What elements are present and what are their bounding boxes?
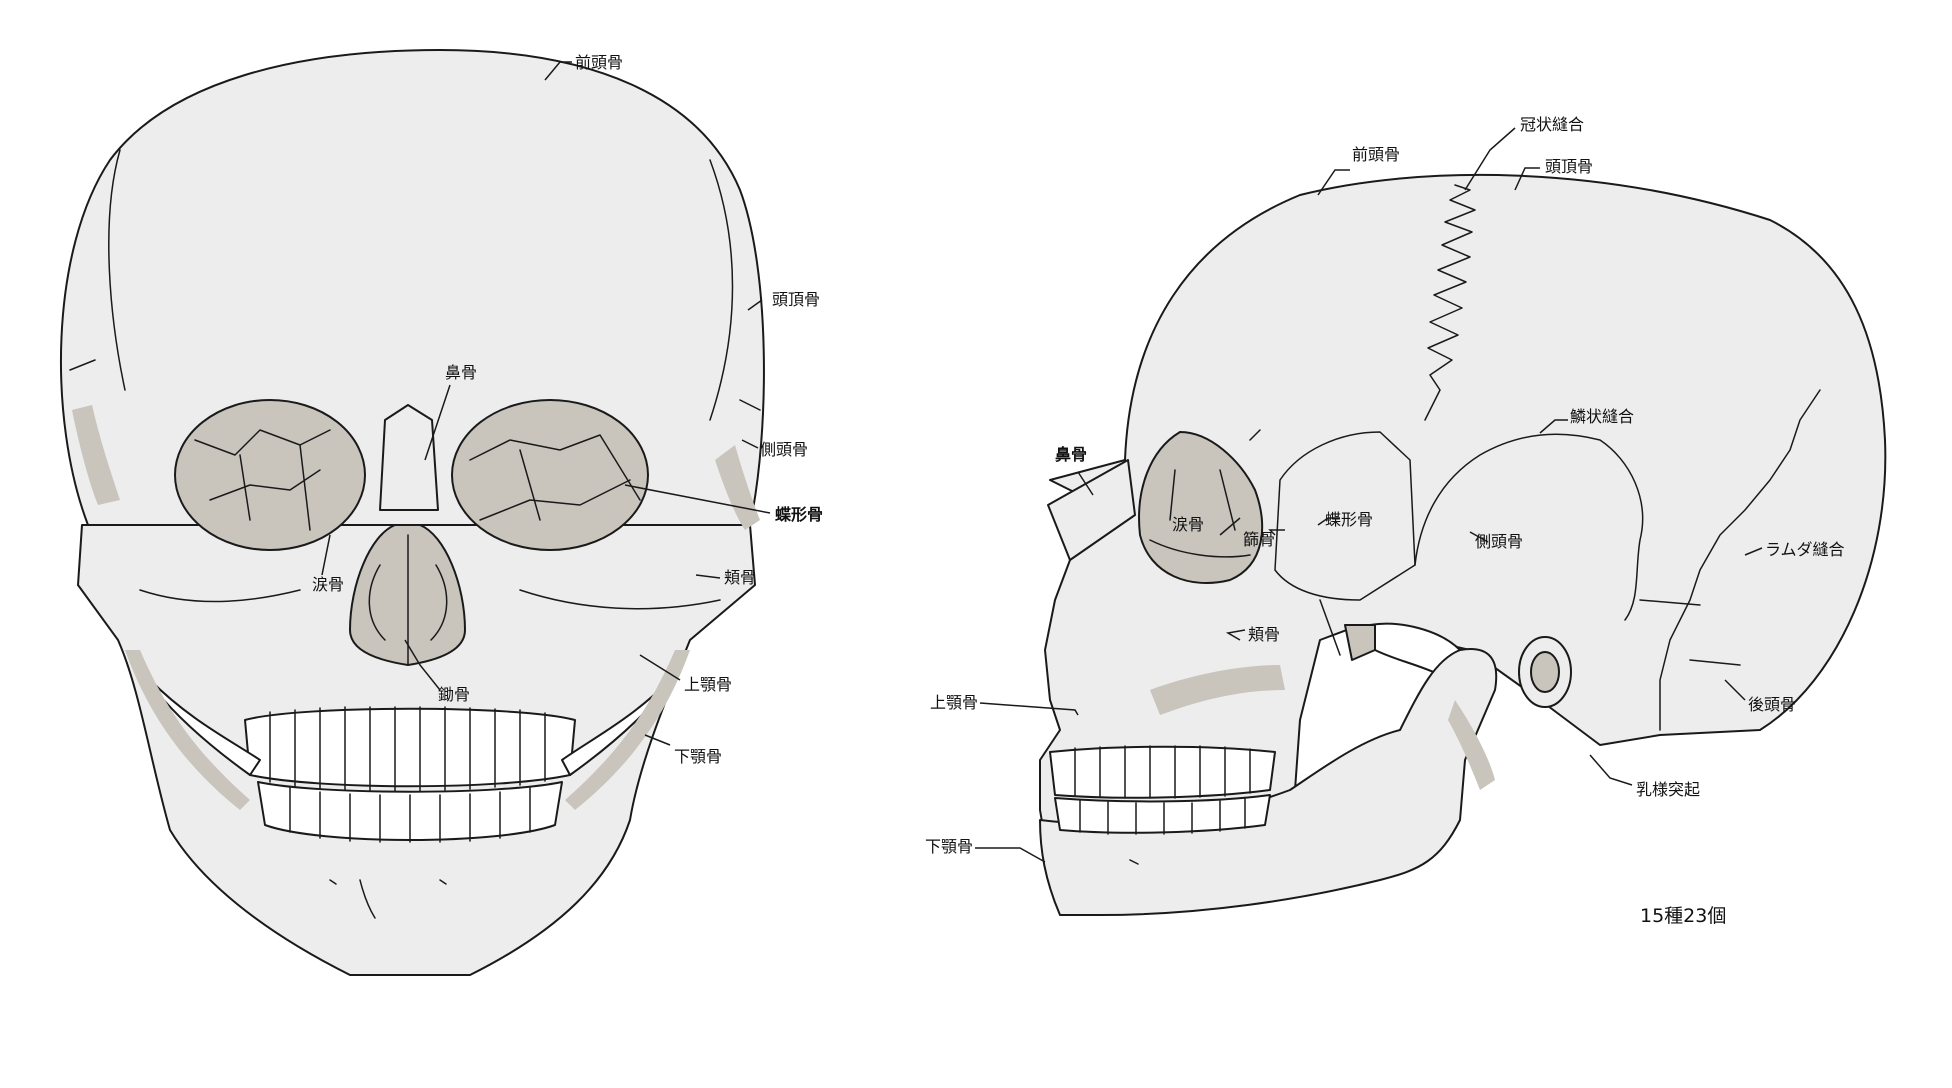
side-labels: 冠状縫合 前頭骨 頭頂骨 鱗状縫合 鼻骨 涙骨 篩骨 蝶形骨 側頭骨 ラムダ縫合…: [925, 115, 1845, 927]
label-side-coronal-suture: 冠状縫合: [1520, 115, 1584, 134]
label-side-maxilla: 上顎骨: [930, 693, 978, 712]
label-side-lacrimal: 涙骨: [1172, 515, 1204, 534]
label-front-sphenoid: 蝶形骨: [775, 505, 823, 524]
label-front-frontal: 前頭骨: [575, 53, 623, 72]
side-mandible: [1039, 648, 1498, 916]
label-front-temporal: 側頭骨: [760, 440, 808, 459]
front-leaders: [321, 61, 771, 746]
label-side-nasal: 鼻骨: [1055, 445, 1087, 464]
label-front-zygomatic: 頬骨: [724, 568, 756, 587]
label-front-mandible: 下顎骨: [674, 747, 722, 766]
side-skull: [1039, 173, 1887, 916]
side-orbit: [1138, 431, 1264, 584]
label-side-squamous-suture: 鱗状縫合: [1570, 407, 1634, 426]
label-front-lacrimal: 涙骨: [312, 575, 344, 594]
label-side-mandible: 下顎骨: [925, 837, 973, 856]
side-lower-teeth: [1054, 794, 1271, 834]
label-front-maxilla: 上顎骨: [684, 675, 732, 694]
front-labels: 前頭骨 頭頂骨 側頭骨 蝶形骨 鼻骨 涙骨 頬骨 鋤骨 上顎骨 下顎骨: [312, 53, 823, 766]
label-side-sphenoid: 蝶形骨: [1325, 510, 1373, 529]
front-temporal-left-shade: [72, 405, 120, 505]
side-nasal-bone: [1047, 459, 1136, 561]
label-side-occipital: 後頭骨: [1748, 695, 1796, 714]
side-zygomatic-arch: [1344, 624, 1376, 661]
front-skull: [59, 49, 765, 976]
label-front-nasal: 鼻骨: [445, 363, 477, 382]
side-leaders: [975, 127, 1763, 863]
label-side-lambdoid-suture: ラムダ縫合: [1765, 540, 1845, 559]
label-side-frontal: 前頭骨: [1352, 145, 1400, 164]
label-side-temporal: 側頭骨: [1475, 532, 1523, 551]
label-front-parietal: 頭頂骨: [772, 290, 820, 309]
front-nasal-bone: [379, 404, 439, 511]
label-side-parietal: 頭頂骨: [1545, 157, 1593, 176]
label-side-mastoid: 乳様突起: [1636, 780, 1700, 799]
side-sphenoid: [1274, 431, 1416, 601]
label-side-zygomatic: 頬骨: [1248, 625, 1280, 644]
front-orbit-left: [174, 399, 366, 551]
label-front-vomer: 鋤骨: [438, 685, 470, 704]
side-lambdoid-suture: [1659, 389, 1821, 731]
label-side-ethmoid: 篩骨: [1243, 530, 1275, 549]
front-orbit-right: [451, 399, 649, 551]
front-upper-teeth: [244, 707, 576, 788]
label-side-count-note: 15種23個: [1640, 905, 1726, 927]
side-squamous-suture: [1414, 433, 1644, 621]
side-upper-teeth: [1049, 745, 1276, 799]
side-coronal-suture: [1424, 184, 1476, 421]
